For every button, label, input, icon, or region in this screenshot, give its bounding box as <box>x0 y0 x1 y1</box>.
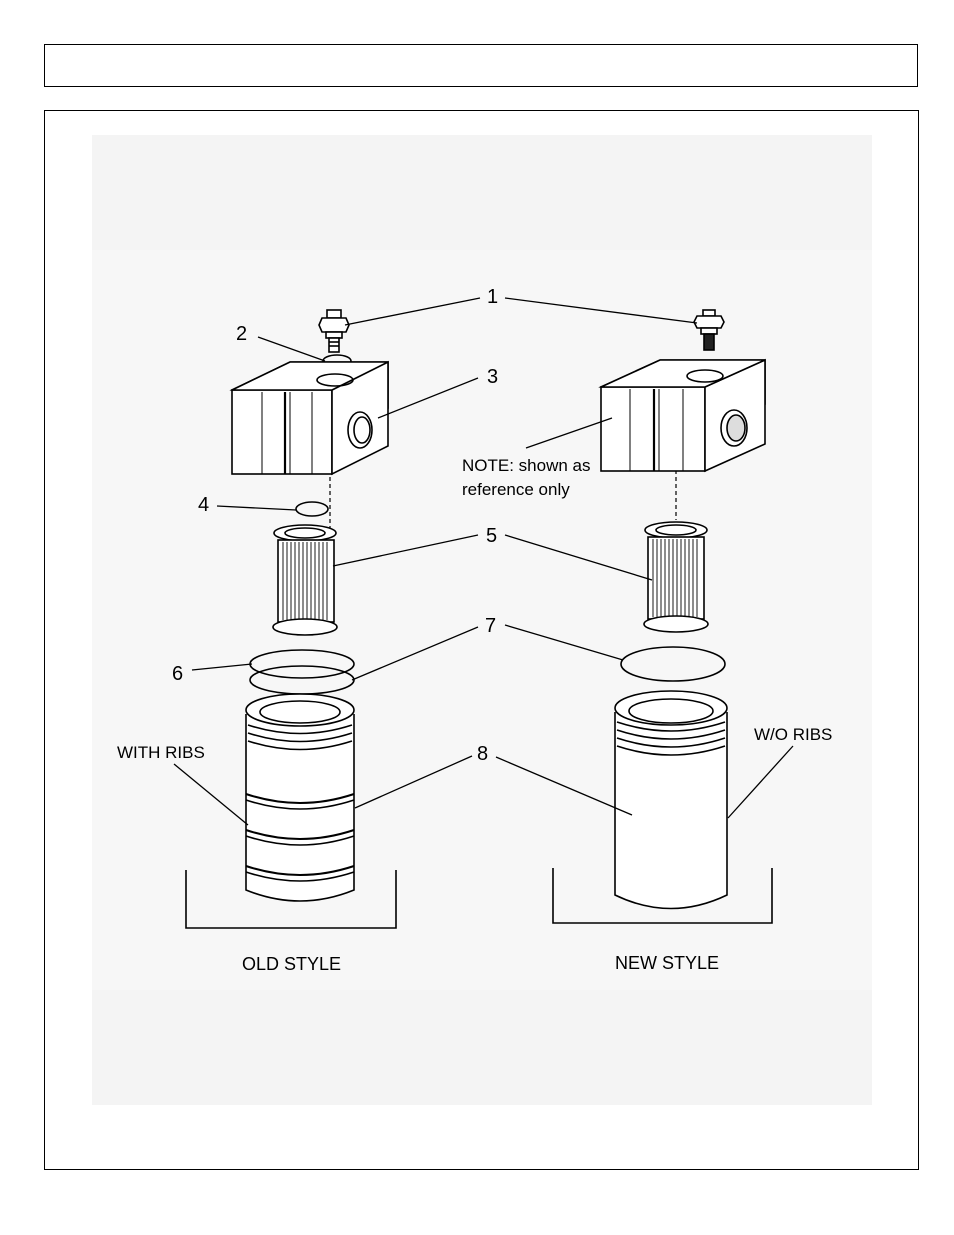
new-style-assembly <box>553 310 772 923</box>
old-canister-with-ribs <box>246 694 354 901</box>
callout-3: 3 <box>487 366 498 388</box>
leader-1-right <box>505 298 697 323</box>
leader-6 <box>192 664 252 670</box>
leader-with-ribs <box>174 764 248 825</box>
wo-ribs-label: W/O RIBS <box>754 725 832 744</box>
old-large-oring-lower <box>250 666 354 694</box>
new-canister-without-ribs <box>615 691 727 909</box>
callout-6: 6 <box>172 663 183 685</box>
leader-2 <box>258 337 325 361</box>
new-fitting <box>694 310 724 350</box>
leader-8-right <box>496 757 632 815</box>
leader-1-left <box>345 298 480 325</box>
leader-3 <box>378 378 478 418</box>
leader-7-left <box>352 627 478 680</box>
new-large-oring <box>621 647 725 681</box>
old-filter-head <box>232 362 388 474</box>
leader-5-right <box>505 535 652 580</box>
callout-2: 2 <box>236 323 247 345</box>
note-line-1: NOTE: shown as <box>462 456 591 475</box>
new-filter-head <box>601 360 765 471</box>
new-filter-element <box>644 522 708 632</box>
leader-7-right <box>505 625 623 660</box>
with-ribs-label: WITH RIBS <box>117 743 205 762</box>
callout-5: 5 <box>486 525 497 547</box>
old-style-caption: OLD STYLE <box>242 954 341 974</box>
callout-7: 7 <box>485 615 496 637</box>
leader-5-left <box>333 535 478 566</box>
leader-wo-ribs <box>728 746 793 818</box>
leader-8-left <box>355 756 472 808</box>
new-style-caption: NEW STYLE <box>615 953 719 973</box>
leader-note <box>526 418 612 448</box>
old-large-oring-upper <box>250 650 354 678</box>
callout-4: 4 <box>198 494 209 516</box>
old-filter-element <box>273 525 337 635</box>
leader-4 <box>217 506 296 510</box>
old-head-oring <box>296 502 328 516</box>
callout-1: 1 <box>487 286 498 308</box>
callout-8: 8 <box>477 743 488 765</box>
old-fitting <box>319 310 349 352</box>
old-style-assembly <box>186 310 396 928</box>
note-line-2: reference only <box>462 480 570 499</box>
